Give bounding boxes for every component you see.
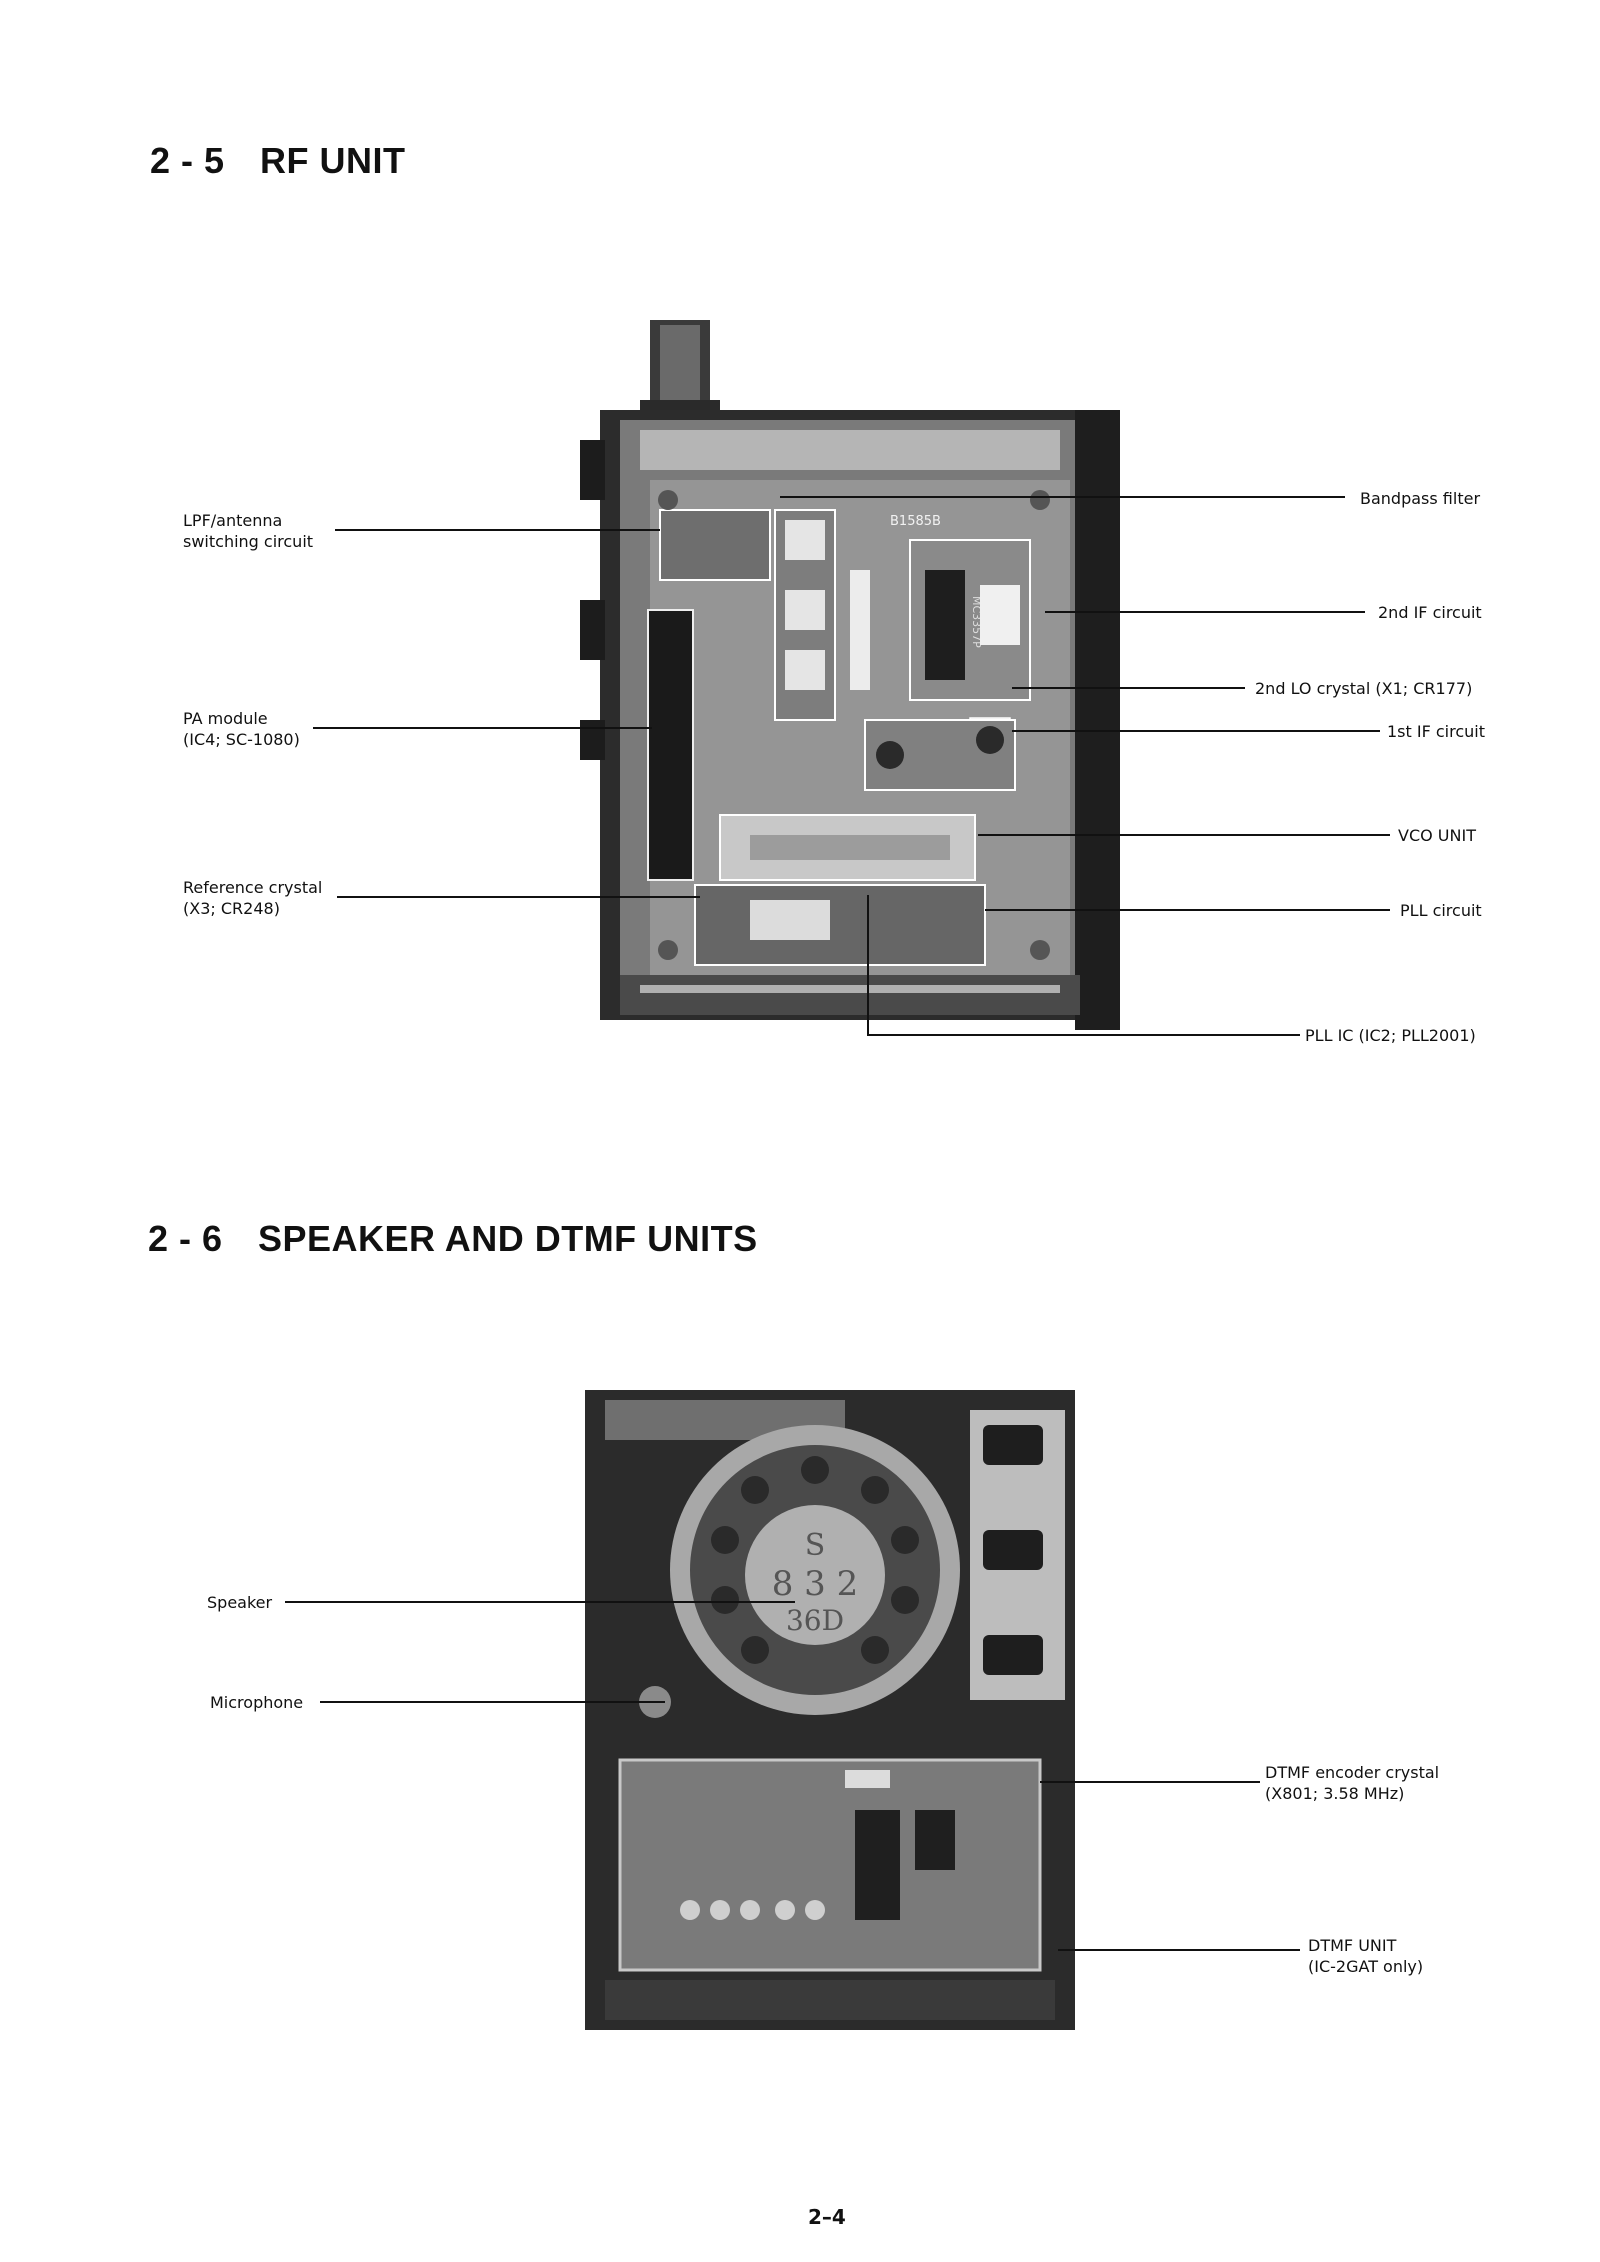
label-bandpass-filter: Bandpass filter — [1360, 489, 1481, 508]
label-pll-circuit: PLL circuit — [1400, 901, 1482, 920]
speaker-marking-line3: 36D — [786, 1604, 844, 1637]
page-number: 2–4 — [808, 2205, 846, 2229]
label-1st-if-circuit: 1st IF circuit — [1387, 722, 1486, 741]
label-dtmf-unit: DTMF UNIT (IC-2GAT only) — [1308, 1936, 1424, 1976]
section-number: 2 - 5 — [150, 140, 225, 181]
label-vco-unit: VCO UNIT — [1398, 826, 1476, 845]
label-reference-crystal: Reference crystal (X3; CR248) — [183, 878, 323, 918]
label-2nd-lo-crystal: 2nd LO crystal (X1; CR177) — [1255, 679, 1473, 698]
label-2nd-if-circuit: 2nd IF circuit — [1378, 603, 1482, 622]
section-title: RF UNIT — [260, 140, 406, 181]
section-heading-rf-unit: 2 - 5 RF UNIT — [150, 140, 405, 182]
label-dtmf-encoder-crystal: DTMF encoder crystal (X801; 3.58 MHz) — [1265, 1763, 1440, 1803]
label-lpf-antenna-switching: LPF/antenna switching circuit — [183, 511, 314, 551]
label-speaker: Speaker — [207, 1593, 273, 1612]
rf-unit-photo: MC3357P B1585B — [580, 320, 1120, 1030]
label-microphone: Microphone — [210, 1693, 304, 1712]
ic-marking: MC3357P — [970, 596, 983, 648]
label-pa-module: PA module (IC4; SC-1080) — [183, 709, 300, 749]
label-pll-ic: PLL IC (IC2; PLL2001) — [1305, 1026, 1476, 1045]
section-number: 2 - 6 — [148, 1218, 223, 1259]
section-heading-speaker-dtmf: 2 - 6 SPEAKER AND DTMF UNITS — [148, 1218, 758, 1260]
speaker-marking-line2: 8 3 2 — [772, 1564, 859, 1604]
speaker-leader-lines — [285, 1601, 1300, 1951]
section-title: SPEAKER AND DTMF UNITS — [258, 1218, 758, 1259]
speaker-marking-line1: S — [805, 1528, 826, 1563]
rf-leader-lines — [313, 496, 1390, 1036]
speaker-dtmf-photo: S 8 3 2 36D — [585, 1390, 1075, 2030]
pcb-marking: B1585B — [890, 514, 941, 529]
